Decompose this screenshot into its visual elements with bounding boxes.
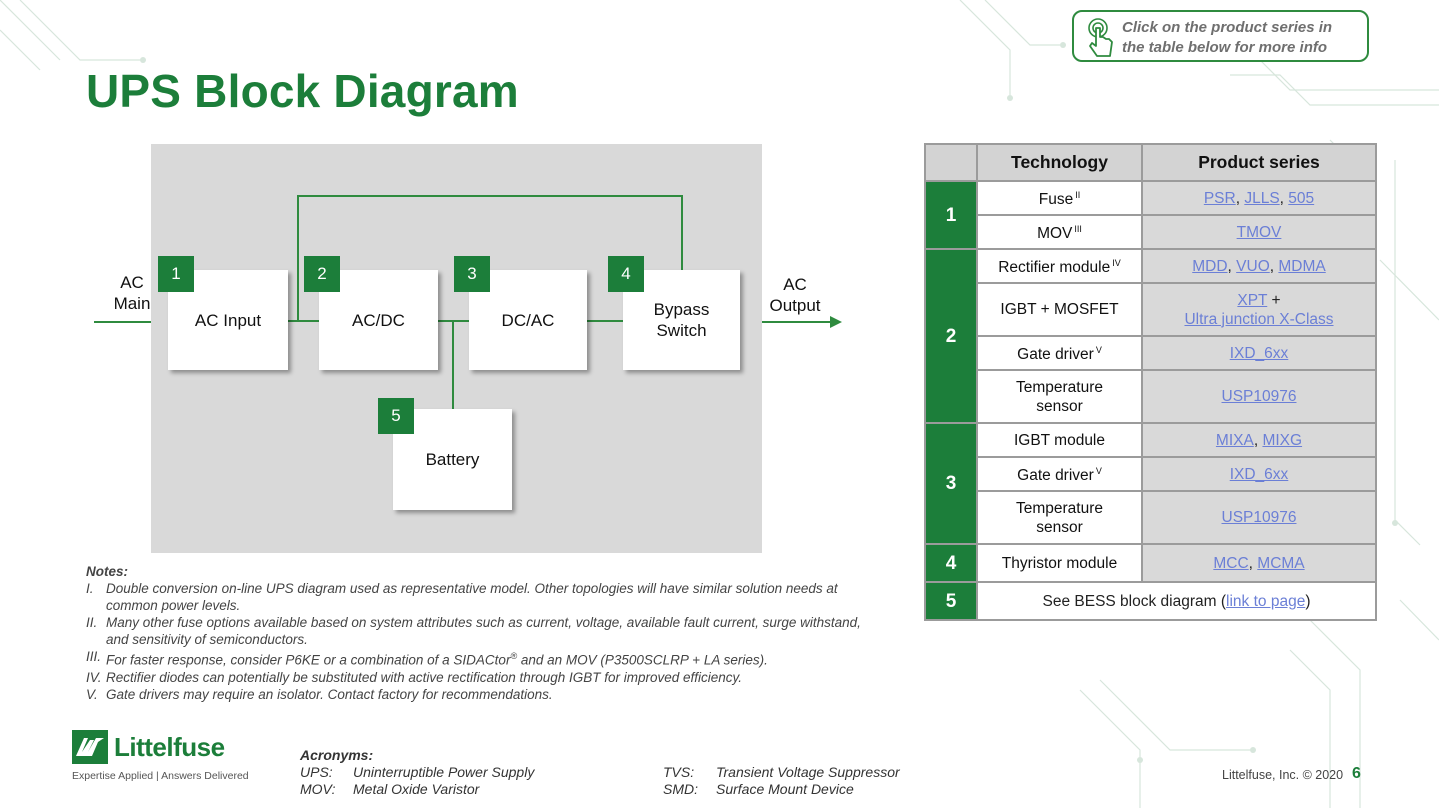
bess-link-to-page[interactable]: link to page (1226, 592, 1306, 610)
notes-heading: Notes: (86, 564, 129, 579)
tech-cell: IGBT module (976, 422, 1143, 458)
group-number-5: 5 (924, 581, 978, 621)
product-link-usp10976[interactable]: USP10976 (1221, 509, 1297, 526)
product-cell: XPT + Ultra junction X-Class (1141, 282, 1377, 337)
ac-output-label: AC Output (769, 275, 821, 315)
block-battery: Battery (393, 409, 512, 510)
table-row: 4 Thyristor module MCC, MCMA (924, 543, 1377, 583)
product-link-vuo[interactable]: VUO (1236, 257, 1270, 275)
product-link-mixg[interactable]: MIXG (1262, 431, 1303, 449)
note-item: I.Double conversion on-line UPS diagram … (86, 581, 838, 613)
acronym-item: TVS:Transient Voltage Suppressor (663, 764, 900, 780)
table-row: 5 See BESS block diagram (link to page) (924, 581, 1377, 621)
logo-wordmark: Littelfuse (114, 732, 225, 762)
acronym-item: UPS:Uninterruptible Power Supply (300, 764, 535, 780)
tech-cell: Thyristor module (976, 543, 1143, 583)
notes-section: Notes: I.Double conversion on-line UPS d… (86, 563, 886, 703)
bess-reference-cell: See BESS block diagram (link to page) (976, 581, 1377, 621)
product-cell: PSR, JLLS, 505 (1141, 180, 1377, 216)
product-link-xpt[interactable]: XPT (1237, 291, 1268, 309)
header-technology: Technology (976, 143, 1143, 182)
logo-tagline: Expertise Applied | Answers Delivered (72, 770, 249, 782)
product-link-mixa[interactable]: MIXA (1215, 431, 1254, 449)
block-badge-4: 4 (608, 256, 644, 292)
hint-line-1: Click on the product series in (1122, 19, 1333, 36)
product-cell: IXD_6xx (1141, 335, 1377, 371)
product-link-mcc[interactable]: MCC (1213, 554, 1249, 572)
page-title: UPS Block Diagram (86, 65, 519, 117)
touch-hand-icon (1088, 18, 1113, 57)
group-number-1: 1 (924, 180, 978, 250)
block-badge-1: 1 (158, 256, 194, 292)
ac-main-label: AC Main (113, 273, 151, 313)
table-header-row: Technology Product series (924, 143, 1377, 182)
table-row: IGBT + MOSFET XPT + Ultra junction X-Cla… (925, 282, 1377, 337)
product-link-mdma[interactable]: MDMA (1278, 257, 1326, 275)
littelfuse-mark-icon (72, 730, 108, 764)
block-badge-2: 2 (304, 256, 340, 292)
header-blank (924, 143, 978, 182)
product-link-ixd-6xx[interactable]: IXD_6xx (1229, 344, 1289, 362)
product-cell: USP10976 (1141, 490, 1377, 545)
group-number-2: 2 (924, 248, 978, 424)
block-badge-3: 3 (454, 256, 490, 292)
group-number-4: 4 (924, 543, 978, 583)
ac-output-arrowhead (830, 316, 842, 328)
product-link-mcma[interactable]: MCMA (1257, 554, 1305, 572)
product-link-505[interactable]: 505 (1288, 189, 1315, 207)
acronyms-left: Acronyms: UPS:Uninterruptible Power Supp… (300, 747, 534, 798)
product-cell: MDD, VUO, MDMA (1141, 248, 1377, 284)
product-link-mdd[interactable]: MDD (1192, 257, 1228, 275)
header-product-series: Product series (1141, 143, 1377, 182)
page-number: 6 (1352, 765, 1361, 782)
acronym-item: SMD:Surface Mount Device (663, 781, 854, 797)
product-link-ixd-6xx[interactable]: IXD_6xx (1229, 465, 1289, 483)
product-link-ultra-junction[interactable]: Ultra junction X-Class (1184, 310, 1334, 328)
note-item: IV.Rectifier diodes can potentially be s… (86, 669, 743, 685)
group-number-3: 3 (924, 422, 978, 545)
acronyms-right: TVS:Transient Voltage Suppressor SMD:Sur… (663, 764, 900, 798)
product-link-tmov[interactable]: TMOV (1236, 223, 1282, 241)
product-cell: TMOV (1141, 214, 1377, 250)
click-hint-callout: Click on the product series in the table… (1072, 10, 1369, 62)
acronyms-heading: Acronyms: (300, 747, 374, 763)
product-link-usp10976[interactable]: USP10976 (1221, 388, 1297, 405)
acronym-item: MOV:Metal Oxide Varistor (300, 781, 480, 797)
hint-line-2: the table below for more info (1122, 39, 1328, 56)
product-cell: IXD_6xx (1141, 456, 1377, 492)
note-item: V.Gate drivers may require an isolator. … (86, 686, 553, 702)
product-link-psr[interactable]: PSR (1203, 189, 1236, 207)
block-badge-5: 5 (378, 398, 414, 434)
product-cell: USP10976 (1141, 369, 1377, 424)
note-item: III.For faster response, consider P6KE o… (86, 649, 768, 668)
table-row: 3 IGBT module MIXA, MIXG (924, 422, 1377, 545)
product-link-jlls[interactable]: JLLS (1244, 189, 1280, 207)
block-ac-input: AC Input (168, 270, 288, 370)
product-cell: MCC, MCMA (1141, 543, 1377, 583)
tech-cell: IGBT + MOSFET (976, 282, 1143, 337)
note-item: II.Many other fuse options available bas… (86, 615, 861, 647)
copyright: Littelfuse, Inc. © 2020 (1222, 768, 1344, 782)
internal-wires (288, 195, 683, 409)
product-cell: MIXA, MIXG (1141, 422, 1377, 458)
